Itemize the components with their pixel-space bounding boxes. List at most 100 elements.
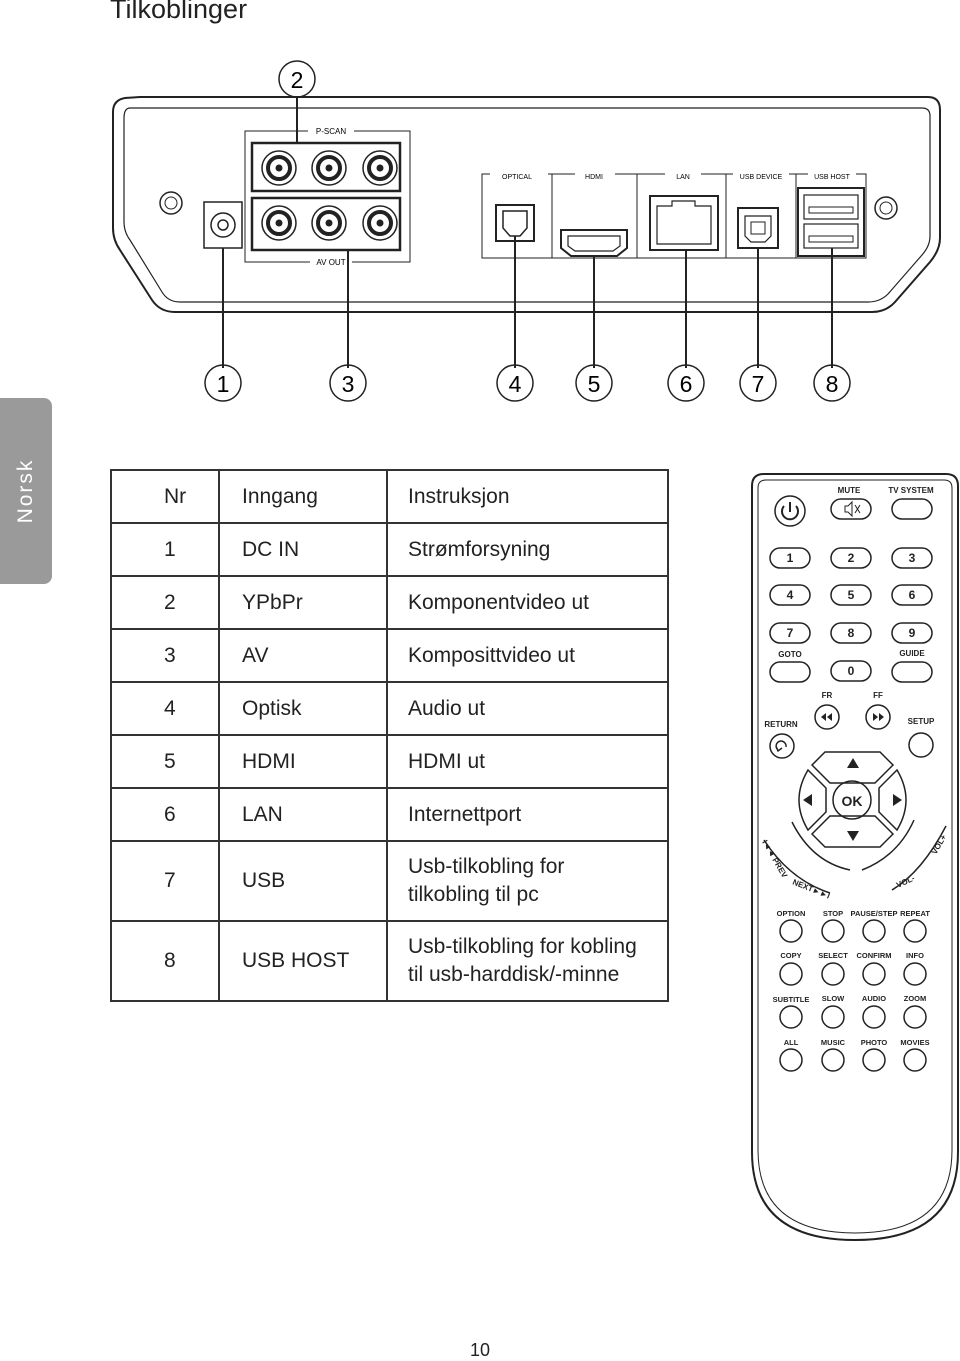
volume-rocker[interactable] [891, 825, 947, 891]
digit-5-button[interactable] [830, 584, 872, 606]
digit-0-button[interactable] [830, 660, 872, 682]
callout-6: 6 [680, 371, 693, 397]
photo-label: PHOTO [861, 1038, 888, 1047]
music-button[interactable] [821, 1048, 845, 1072]
repeat-button[interactable] [903, 919, 927, 943]
hdmi-label: HDMI [585, 174, 603, 181]
digit-9-button[interactable] [891, 622, 933, 644]
mute-icon [844, 500, 861, 518]
all-label: ALL [784, 1038, 799, 1047]
confirm-button[interactable] [862, 962, 886, 986]
photo-button[interactable] [862, 1048, 886, 1072]
subtitle-label: SUBTITLE [773, 995, 810, 1004]
digit-7-button[interactable] [769, 622, 811, 644]
cell-text: Komposittvideo ut [408, 643, 575, 667]
digit-3-button[interactable] [891, 547, 933, 569]
cell-instruksjon: Komponentvideo ut [386, 575, 669, 630]
digit-6-button[interactable] [891, 584, 933, 606]
info-label: INFO [906, 951, 924, 960]
cell-text: tilkobling til pc [408, 883, 539, 906]
slow-button[interactable] [821, 1005, 845, 1029]
usb-device-label: USB DEVICE [740, 174, 783, 181]
ok-button[interactable] [832, 780, 872, 820]
goto-button[interactable] [769, 661, 811, 683]
language-tab-label: Norsk [14, 458, 37, 524]
movies-button[interactable] [903, 1048, 927, 1072]
nav-left-button[interactable] [798, 768, 827, 832]
callout-2: 2 [291, 67, 304, 93]
header-instruksjon: Instruksjon [386, 469, 669, 524]
prev-next-rocker[interactable] [763, 839, 831, 894]
cell-text: Komponentvideo ut [408, 590, 589, 614]
cell-inngang: DC IN [218, 522, 388, 577]
cell-nr: 3 [110, 628, 220, 683]
guide-button[interactable] [891, 661, 933, 683]
cell-nr: 7 [110, 840, 220, 922]
lan-port [649, 195, 719, 251]
nav-right-button[interactable] [878, 768, 907, 832]
arrow-right-icon [893, 794, 902, 806]
cell-inngang: USB HOST [218, 920, 388, 1002]
callout-1: 1 [217, 371, 230, 397]
mute-button[interactable] [830, 498, 872, 520]
rewind-icon [821, 713, 832, 721]
digit-6-label: 6 [909, 588, 916, 602]
cell-text: Audio ut [408, 696, 486, 720]
callout-8: 8 [826, 371, 839, 397]
stop-label: STOP [823, 909, 843, 918]
return-button[interactable] [769, 733, 795, 759]
cell-nr: 8 [110, 920, 220, 1002]
digit-8-label: 8 [848, 626, 855, 640]
avout-label: AV OUT [316, 258, 345, 267]
zoom-label: ZOOM [904, 994, 927, 1003]
page-title: Tilkoblinger [110, 0, 248, 24]
info-button[interactable] [903, 962, 927, 986]
subtitle-button[interactable] [779, 1005, 803, 1029]
digit-8-button[interactable] [830, 622, 872, 644]
table-row: 8 USB HOST Usb-tilkobling for kobling ti… [110, 920, 669, 1002]
digit-0-label: 0 [848, 664, 855, 678]
lan-label: LAN [676, 174, 690, 181]
nav-up-button[interactable] [810, 751, 895, 784]
fast-forward-button[interactable] [865, 704, 891, 730]
copy-button[interactable] [779, 962, 803, 986]
setup-button[interactable] [908, 732, 934, 758]
table-row: 4 Optisk Audio ut [110, 681, 669, 736]
arrow-down-icon [847, 831, 859, 841]
vol-minus-label: VOL- [895, 873, 916, 889]
cell-text: til usb-harddisk/-minne [408, 963, 620, 986]
digit-4-button[interactable] [769, 584, 811, 606]
nav-down-button[interactable] [810, 815, 895, 848]
cell-nr: 2 [110, 575, 220, 630]
fast-rewind-button[interactable] [814, 704, 840, 730]
pause-step-label: PAUSE/STEP [851, 909, 898, 918]
mute-label: MUTE [838, 486, 861, 495]
header-nr: Nr [110, 469, 220, 524]
cell-instruksjon: Audio ut [386, 681, 669, 736]
return-label: RETURN [764, 720, 798, 729]
digit-3-label: 3 [909, 551, 916, 565]
digit-1-button[interactable] [769, 547, 811, 569]
power-button[interactable] [774, 495, 806, 527]
zoom-button[interactable] [903, 1005, 927, 1029]
option-button[interactable] [779, 919, 803, 943]
pause-step-button[interactable] [862, 919, 886, 943]
stop-button[interactable] [821, 919, 845, 943]
tv-system-button[interactable] [891, 498, 933, 520]
return-icon [775, 740, 787, 753]
optical-label: OPTICAL [502, 174, 532, 181]
table-row: 7 USB Usb-tilkobling for tilkobling til … [110, 840, 669, 922]
callout-5: 5 [588, 371, 601, 397]
table-row: 1 DC IN Strømforsyning [110, 522, 669, 577]
all-button[interactable] [779, 1048, 803, 1072]
audio-button[interactable] [862, 1005, 886, 1029]
cell-text: Internettport [408, 802, 522, 826]
vol-plus-label: VOL+ [930, 833, 949, 856]
next-label: NEXT►►I [791, 878, 831, 901]
movies-label: MOVIES [900, 1038, 929, 1047]
select-button[interactable] [821, 962, 845, 986]
page-number: 10 [469, 1340, 491, 1360]
digit-1-label: 1 [787, 551, 794, 565]
usb-host-label: USB HOST [814, 174, 851, 181]
digit-2-button[interactable] [830, 547, 872, 569]
